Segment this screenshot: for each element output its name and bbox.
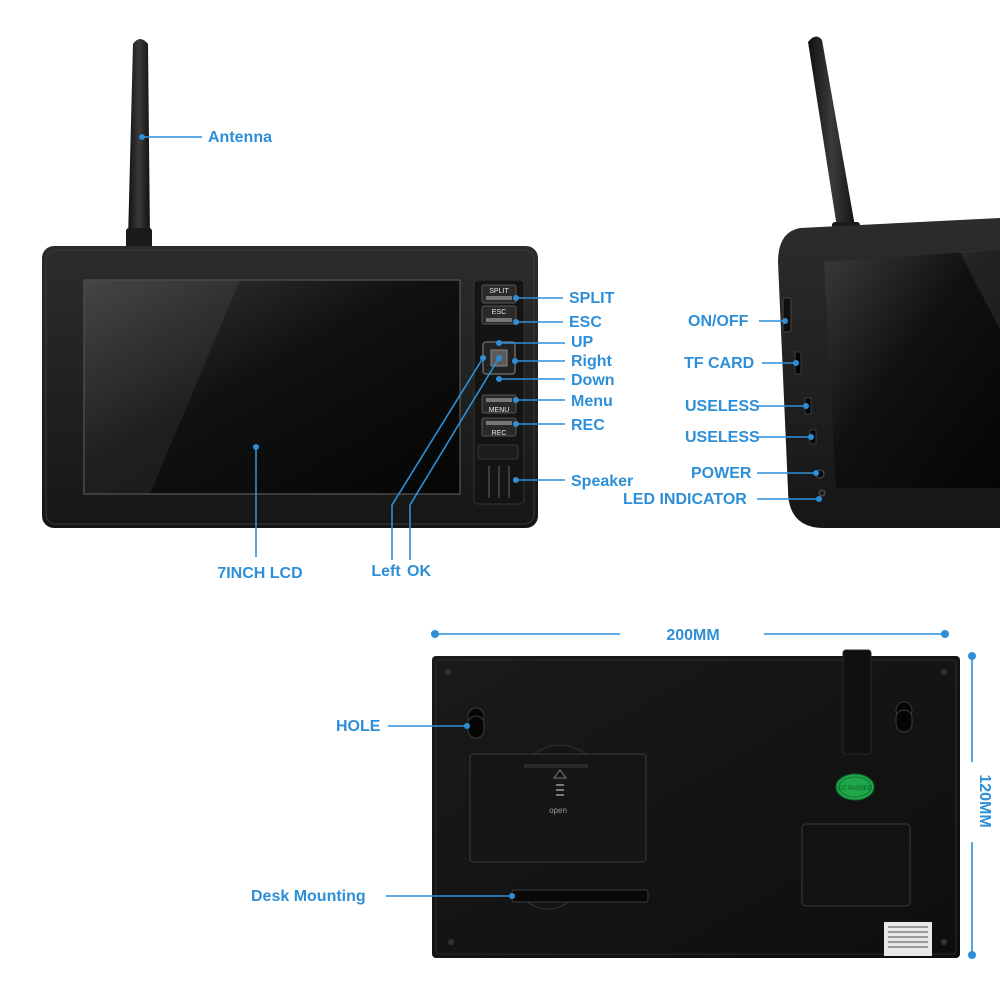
svg-text:CC PASSED: CC PASSED	[838, 786, 873, 792]
battery-open-text: open	[549, 806, 567, 815]
label-on-off: ON/OFF	[688, 313, 749, 330]
label-hole: HOLE	[336, 718, 381, 735]
antenna	[126, 39, 152, 250]
battery-cover[interactable]: open	[469, 744, 647, 863]
label-led-indicator: LED INDICATOR	[623, 491, 747, 508]
label-useless-2: USELESS	[685, 429, 760, 446]
back-view: open CC PASSED	[432, 649, 960, 958]
side-view	[778, 36, 1000, 528]
label-split: SPLIT	[569, 290, 615, 307]
led-indicator	[818, 489, 826, 497]
label-up: UP	[571, 334, 594, 351]
label-tf-card: TF CARD	[684, 355, 754, 372]
label-down: Down	[571, 372, 615, 389]
back-callouts: HOLE Desk Mounting 200MM 120MM	[251, 627, 993, 959]
back-plate	[801, 823, 911, 907]
esc-button-label: ESC	[492, 309, 506, 316]
front-view: SPLIT ESC MENU REC	[42, 39, 538, 528]
menu-button-label: MENU	[489, 407, 510, 414]
desk-mounting-slot[interactable]	[511, 889, 649, 910]
label-useless-1: USELESS	[685, 398, 760, 415]
label-left: Left	[371, 563, 401, 580]
side-callouts: ON/OFF TF CARD USELESS USELESS POWER LED…	[623, 313, 822, 508]
hole-left	[467, 707, 485, 739]
label-menu: Menu	[571, 393, 613, 410]
hole-right	[895, 701, 913, 733]
label-lcd: 7INCH LCD	[217, 565, 302, 582]
lcd-screen	[84, 280, 460, 494]
on-off-switch[interactable]	[782, 297, 792, 333]
label-speaker: Speaker	[571, 473, 633, 490]
label-right: Right	[571, 353, 613, 370]
front-callouts: Antenna SPLIT ESC UP Right Down Menu REC…	[139, 129, 633, 582]
cc-badge: CC PASSED	[835, 773, 875, 801]
label-antenna: Antenna	[208, 129, 272, 146]
label-width-dimension: 200MM	[666, 627, 719, 644]
label-ok: OK	[407, 563, 431, 580]
label-rec: REC	[571, 417, 605, 434]
speaker-grille	[477, 444, 519, 460]
rec-button-label: REC	[492, 430, 507, 437]
label-desk-mounting: Desk Mounting	[251, 888, 366, 905]
label-esc: ESC	[569, 314, 602, 331]
split-button-label: SPLIT	[489, 288, 509, 295]
label-power: POWER	[691, 465, 752, 482]
label-height-dimension: 120MM	[976, 774, 993, 827]
